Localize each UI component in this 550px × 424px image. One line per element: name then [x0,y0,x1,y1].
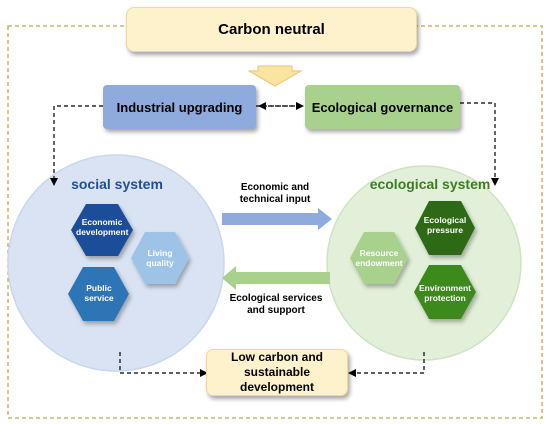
hex-resource-endowment [350,232,408,284]
hex-environment-protection [414,265,476,319]
carbon-neutral-box: Carbon neutral [126,7,417,52]
industrial-upgrading-box: Industrial upgrading [103,85,256,129]
hex-pressure-label: Ecological pressure [423,215,467,236]
flow-arrow-to-ecological [222,208,332,230]
hex-living-quality [131,232,189,284]
social-circle [7,154,225,372]
flow-label-to-ecological: Economic and technical input [239,182,311,205]
social-system-title: social system [71,176,163,192]
hex-ecological-pressure [415,201,475,255]
hex-environment-label: Environment protection [419,283,471,304]
connector-social-bottom [119,352,208,377]
hex-economic-label: Economic development [76,217,129,238]
hex-public-label: Public service [84,283,114,304]
industrial-upgrading-label: Industrial upgrading [116,99,243,115]
ecological-system-title: ecological system [369,176,491,192]
hex-economic-development [71,204,133,256]
down-arrow [247,65,303,87]
ecological-governance-box: Ecological governance [305,85,460,129]
low-carbon-title: Low carbon and sustainable development [230,350,323,394]
flow-arrow-to-social [222,266,330,290]
connector-industrial-social [50,105,103,186]
hex-public-service [68,267,129,321]
ecological-governance-label: Ecological governance [311,99,454,115]
connector-ecological-bottom [348,352,425,377]
connector-governance-ecological [460,102,499,186]
flow-label-to-social: Ecological services and support [229,293,323,316]
low-carbon-box: Low carbon and sustainable development [206,349,348,396]
carbon-neutral-title: Carbon neutral [218,21,325,38]
hex-resource-label: Resource endowment [355,248,403,269]
hex-living-label: Living quality [146,248,174,269]
